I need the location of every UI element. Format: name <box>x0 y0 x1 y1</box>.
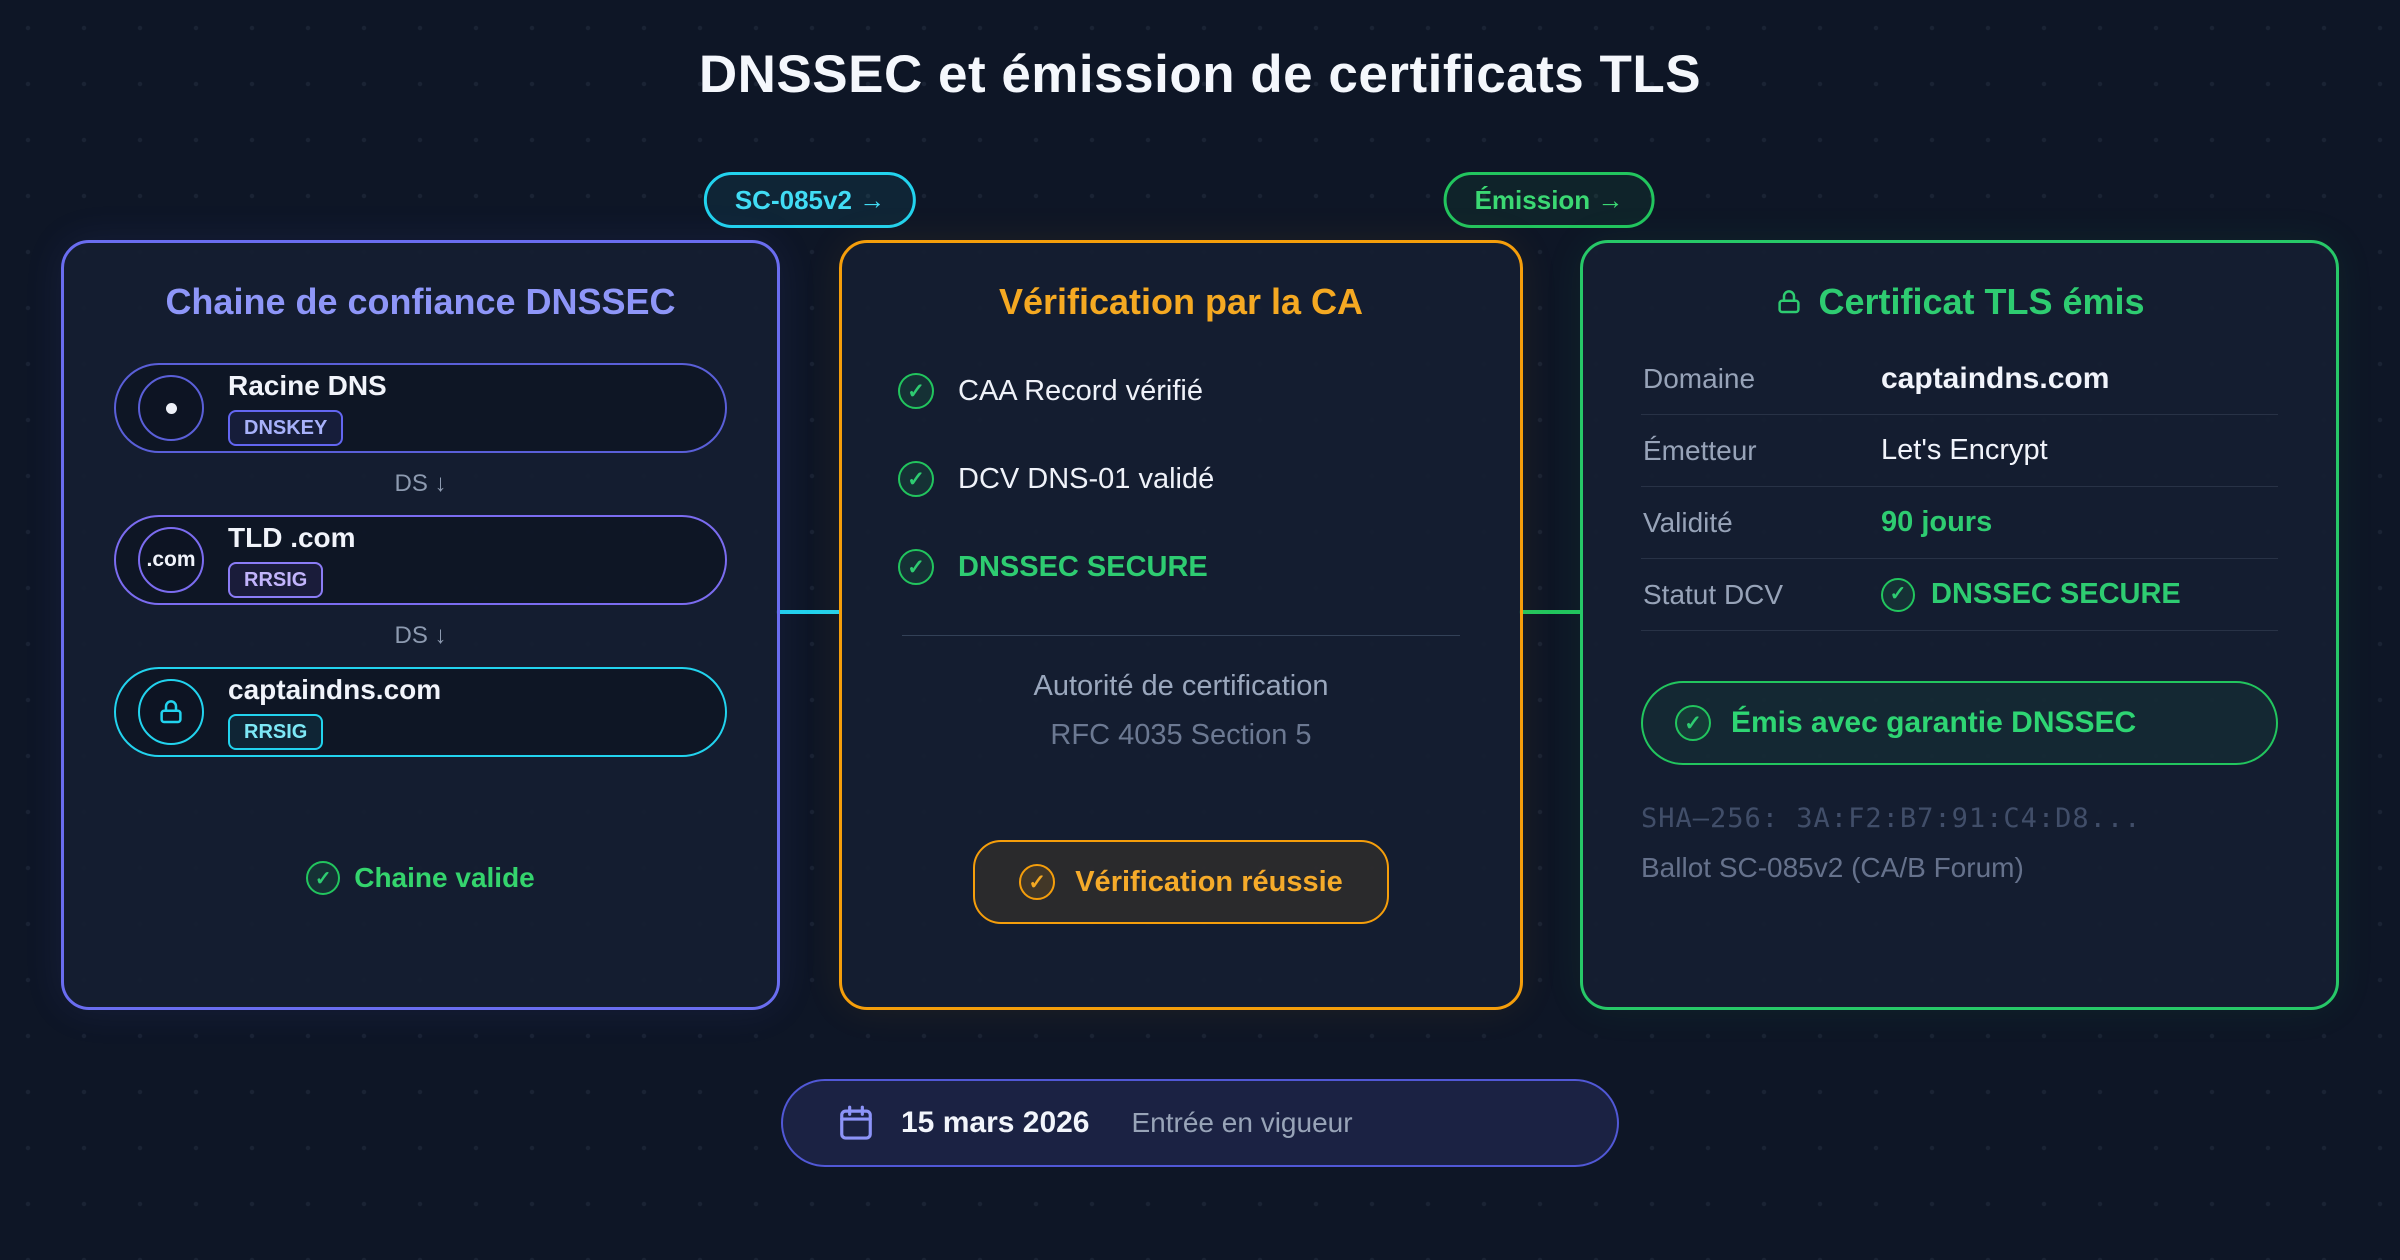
cert-row-domain: Domaine captaindns.com <box>1641 343 2278 415</box>
chain-node-root-text: Racine DNS DNSKEY <box>228 370 387 446</box>
tld-com-icon-text: .com <box>146 548 196 571</box>
check-circle-icon <box>898 461 934 497</box>
ca-divider <box>902 635 1460 636</box>
cert-panel-title: Certificat TLS émis <box>1641 281 2278 323</box>
effective-date-pill: 15 mars 2026 Entrée en vigueur <box>781 1079 1619 1167</box>
ca-check-caa-label: CAA Record vérifié <box>958 375 1203 407</box>
ca-check-list: CAA Record vérifié DCV DNS-01 validé DNS… <box>898 371 1464 587</box>
chain-valid-status: Chaine valide <box>108 861 733 895</box>
check-circle-icon <box>898 549 934 585</box>
ca-check-caa: CAA Record vérifié <box>898 371 1464 411</box>
certificate-sha256-fingerprint: SHA–256: 3A:F2:B7:91:C4:D8... <box>1641 803 2142 834</box>
check-circle-icon <box>1019 864 1056 900</box>
root-dot-icon <box>165 402 177 414</box>
verification-result-pill: Vérification réussie <box>973 840 1389 924</box>
cert-panel-title-label: Certificat TLS émis <box>1818 281 2145 322</box>
issued-with-dnssec-banner: Émis avec garantie DNSSEC <box>1641 681 2278 765</box>
check-circle-icon <box>1881 577 1915 612</box>
chain-panel-title: Chaine de confiance DNSSEC <box>165 281 676 322</box>
cert-row-domain-value: captaindns.com <box>1881 362 2110 395</box>
chain-node-root: Racine DNS DNSKEY <box>114 363 727 453</box>
chain-node-tld-text: TLD .com RRSIG <box>228 522 356 598</box>
cert-row-issuer: Émetteur Let's Encrypt <box>1641 415 2278 487</box>
cert-row-validity: Validité 90 jours <box>1641 487 2278 559</box>
chain-valid-label: Chaine valide <box>354 862 535 893</box>
authority-label: Autorité de certification <box>1033 670 1329 702</box>
chain-node-root-label: Racine DNS <box>228 370 387 401</box>
ca-check-dcv-label: DCV DNS-01 validé <box>958 463 1215 495</box>
connector-chain-to-ca <box>776 610 842 614</box>
chain-node-domain-label: captaindns.com <box>228 674 442 705</box>
ds-delegation-label-1: DS ↓ <box>394 470 447 497</box>
cert-row-dcv-status-text: DNSSEC SECURE <box>1931 578 2181 610</box>
check-circle-icon <box>306 861 341 895</box>
effective-date-label: Entrée en vigueur <box>1131 1107 1353 1138</box>
issued-banner-label: Émis avec garantie DNSSEC <box>1731 706 2137 739</box>
badge-dnskey: DNSKEY <box>228 410 344 446</box>
cert-row-validity-label: Validité <box>1643 506 1733 538</box>
chain-node-domain-text: captaindns.com RRSIG <box>228 674 441 750</box>
badge-rrsig-domain: RRSIG <box>228 714 324 750</box>
lock-icon <box>1774 287 1804 317</box>
certificate-details-table: Domaine captaindns.com Émetteur Let's En… <box>1641 343 2278 631</box>
cabforum-ballot-reference: Ballot SC-085v2 (CA/B Forum) <box>1641 852 2024 883</box>
cert-row-domain-label: Domaine <box>1643 362 1756 394</box>
chain-node-tld: .com TLD .com RRSIG <box>114 515 727 605</box>
tld-com-icon: .com <box>138 527 204 593</box>
calendar-icon <box>837 1104 875 1142</box>
authority-rfc-reference: RFC 4035 Section 5 <box>1050 719 1312 751</box>
ca-check-dnssec-secure: DNSSEC SECURE <box>898 547 1464 587</box>
ca-panel-title: Vérification par la CA <box>998 281 1364 322</box>
lock-icon <box>156 697 186 727</box>
connector-ca-to-cert <box>1519 610 1583 614</box>
effective-date-value: 15 mars 2026 <box>901 1106 1090 1139</box>
ds-delegation-label-2: DS ↓ <box>394 622 447 649</box>
check-circle-icon <box>1675 705 1711 741</box>
badge-rrsig-tld: RRSIG <box>228 562 324 598</box>
cert-row-dcv-status-label: Statut DCV <box>1643 578 1784 610</box>
panel-dnssec-chain: Chaine de confiance DNSSEC Racine DNS DN… <box>61 240 780 1010</box>
panel-ca-verification: Vérification par la CA CAA Record vérifi… <box>839 240 1523 1010</box>
ca-check-dnssec-secure-label: DNSSEC SECURE <box>958 551 1208 583</box>
cert-row-dcv-status-value: DNSSEC SECURE <box>1881 576 2181 613</box>
flow-badge-sc085v2: SC-085v2 → <box>703 172 917 228</box>
check-circle-icon <box>898 373 934 409</box>
flow-badge-emission-label: Émission → <box>1474 184 1624 215</box>
cert-row-issuer-label: Émetteur <box>1643 434 1757 466</box>
dns-root-icon <box>138 375 204 441</box>
chain-node-tld-label: TLD .com <box>228 522 356 553</box>
cert-row-validity-value: 90 jours <box>1881 506 1993 538</box>
cert-row-dcv-status: Statut DCV DNSSEC SECURE <box>1641 559 2278 631</box>
flow-badge-emission: Émission → <box>1443 172 1655 228</box>
domain-lock-circle <box>138 679 204 745</box>
verification-result-label: Vérification réussie <box>1075 865 1343 898</box>
chain-node-domain: captaindns.com RRSIG <box>114 667 727 757</box>
flow-badge-sc085v2-label: SC-085v2 → <box>734 184 886 215</box>
panel-tls-certificate: Certificat TLS émis Domaine captaindns.c… <box>1580 240 2339 1010</box>
page-title: DNSSEC et émission de certificats TLS <box>698 45 1702 104</box>
ca-check-dcv: DCV DNS-01 validé <box>898 459 1464 499</box>
cert-row-issuer-value: Let's Encrypt <box>1881 434 2048 466</box>
